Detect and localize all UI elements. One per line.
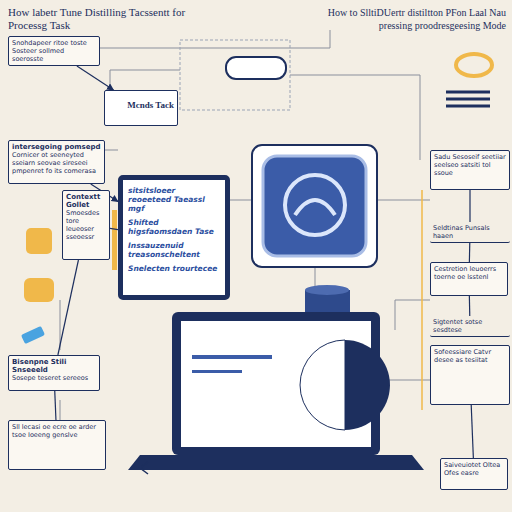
- bracket: [421, 190, 423, 410]
- cylinder: [305, 285, 349, 295]
- connector: [77, 66, 114, 90]
- text-box: Contextt GolletSmoesdes tore leueoser ss…: [62, 190, 110, 260]
- text-box: Snohdapeer ritoe toste Sosteer sollmed s…: [8, 36, 100, 66]
- connector: [469, 190, 470, 222]
- yellow-icon: [26, 228, 52, 254]
- node-title: Sofeessiare Catvr desee as tesiitat: [434, 348, 506, 364]
- connector: [469, 243, 471, 262]
- gear-icon: [295, 200, 335, 215]
- node-text: Smoesdes tore leueoser sseoessr: [66, 209, 106, 241]
- image-frame: [252, 145, 377, 267]
- node-title: Mcnds Tack: [108, 101, 174, 109]
- text-bar: [192, 370, 242, 373]
- connector: [469, 296, 471, 316]
- text-box: Mcnds Tack: [104, 90, 178, 126]
- node-title: Bisenpne Stili Snseeeld: [12, 358, 96, 374]
- node-title: sitsitsloeer reoeeteed Taeassl mgf: [128, 186, 220, 213]
- node-text: Sosepe teseret sereeos: [12, 374, 96, 382]
- node-text: Inssauzenuid treasonscheltent: [128, 241, 220, 259]
- node-title: Seldtinas Punsals haaen: [433, 224, 507, 240]
- connector: [471, 405, 473, 458]
- connector: [58, 260, 79, 355]
- text-box: Seldtinas Punsals haaen: [430, 222, 510, 243]
- gear-icon: [285, 175, 345, 235]
- node-title: intersegoing pomsepd: [12, 143, 101, 151]
- node-title: Cestretion leuoerrs toerne oe lsstenl: [434, 265, 504, 281]
- connector: [55, 391, 56, 420]
- text-box: Bisenpne Stili SnseeeldSosepe teseret se…: [8, 355, 100, 391]
- node-title: Saiveuiotet Oltea Ofes easre: [444, 461, 504, 477]
- stack-icon: [446, 92, 490, 106]
- text-bar: [192, 355, 272, 359]
- text-box: Sadu Sesoseif seetiiar seelseo satsiti t…: [430, 150, 510, 190]
- text-box: intersegoing pomsepdCornicer ot seeneyte…: [8, 140, 105, 184]
- accent-bar: [112, 210, 117, 270]
- ring-icon: [456, 54, 492, 76]
- node-text: Cornicer ot seeneyted sseiarn seovae sir…: [12, 151, 101, 175]
- title: How labetr Tune Distilling Tacssentt for…: [8, 6, 198, 32]
- text-box: Sll lecasi oe ecre oe arder tsoe Ioeeng …: [8, 420, 106, 470]
- text-box: Cestretion leuoerrs toerne oe lsstenl: [430, 262, 508, 296]
- heading-label: How to SlltiDUertr distiltton PFon Laal …: [296, 6, 506, 32]
- half-circle: [300, 340, 345, 430]
- node-title: Snohdapeer ritoe toste Sosteer sollmed s…: [12, 39, 96, 63]
- connector: [110, 228, 118, 229]
- arrow-icon: [140, 462, 148, 474]
- node-title: Sadu Sesoseif seetiiar seelseo satsiti t…: [434, 153, 506, 177]
- app-icon: [263, 156, 366, 256]
- node-text: Shifted higsfaomsdaen Tase: [128, 218, 220, 236]
- text-box: Sofeessiare Catvr desee as tesiitat: [430, 345, 510, 405]
- half-circle: [345, 340, 390, 430]
- laptop-display: [181, 321, 371, 447]
- node-title: Contextt Gollet: [66, 193, 106, 209]
- laptop-base: [128, 455, 424, 470]
- yellow-icon: [24, 278, 54, 302]
- node-text: Snelecten trourtecee: [128, 264, 220, 273]
- dashed-frame: [180, 40, 290, 110]
- node-title: Sll lecasi oe ecre oe arder tsoe Ioeeng …: [12, 423, 102, 439]
- tablet-panel: sitsitsloeer reoeeteed Taeassl mgfShifte…: [118, 175, 230, 300]
- eraser-icon: [21, 326, 45, 344]
- node-title: Sigtentet sotse sesdtese: [433, 318, 507, 334]
- text-box: Sigtentet sotse sesdtese: [430, 316, 510, 337]
- pill-shape: [226, 57, 286, 79]
- text-box: Saiveuiotet Oltea Ofes easre: [440, 458, 508, 490]
